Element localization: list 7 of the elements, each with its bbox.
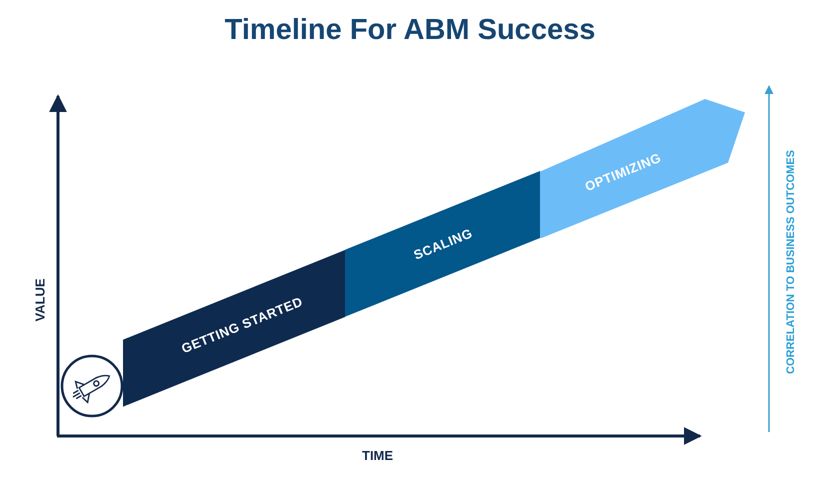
title: Timeline For ABM Success — [224, 14, 596, 47]
timeline-segment — [123, 250, 345, 407]
axis-caption: CORRELATION TO BUSINESS OUTCOMES — [785, 150, 797, 374]
axis-label: VALUE — [32, 278, 48, 322]
arrow-segment — [540, 98, 745, 238]
timeline-segment — [345, 171, 540, 318]
axis-label: TIME — [362, 448, 394, 463]
